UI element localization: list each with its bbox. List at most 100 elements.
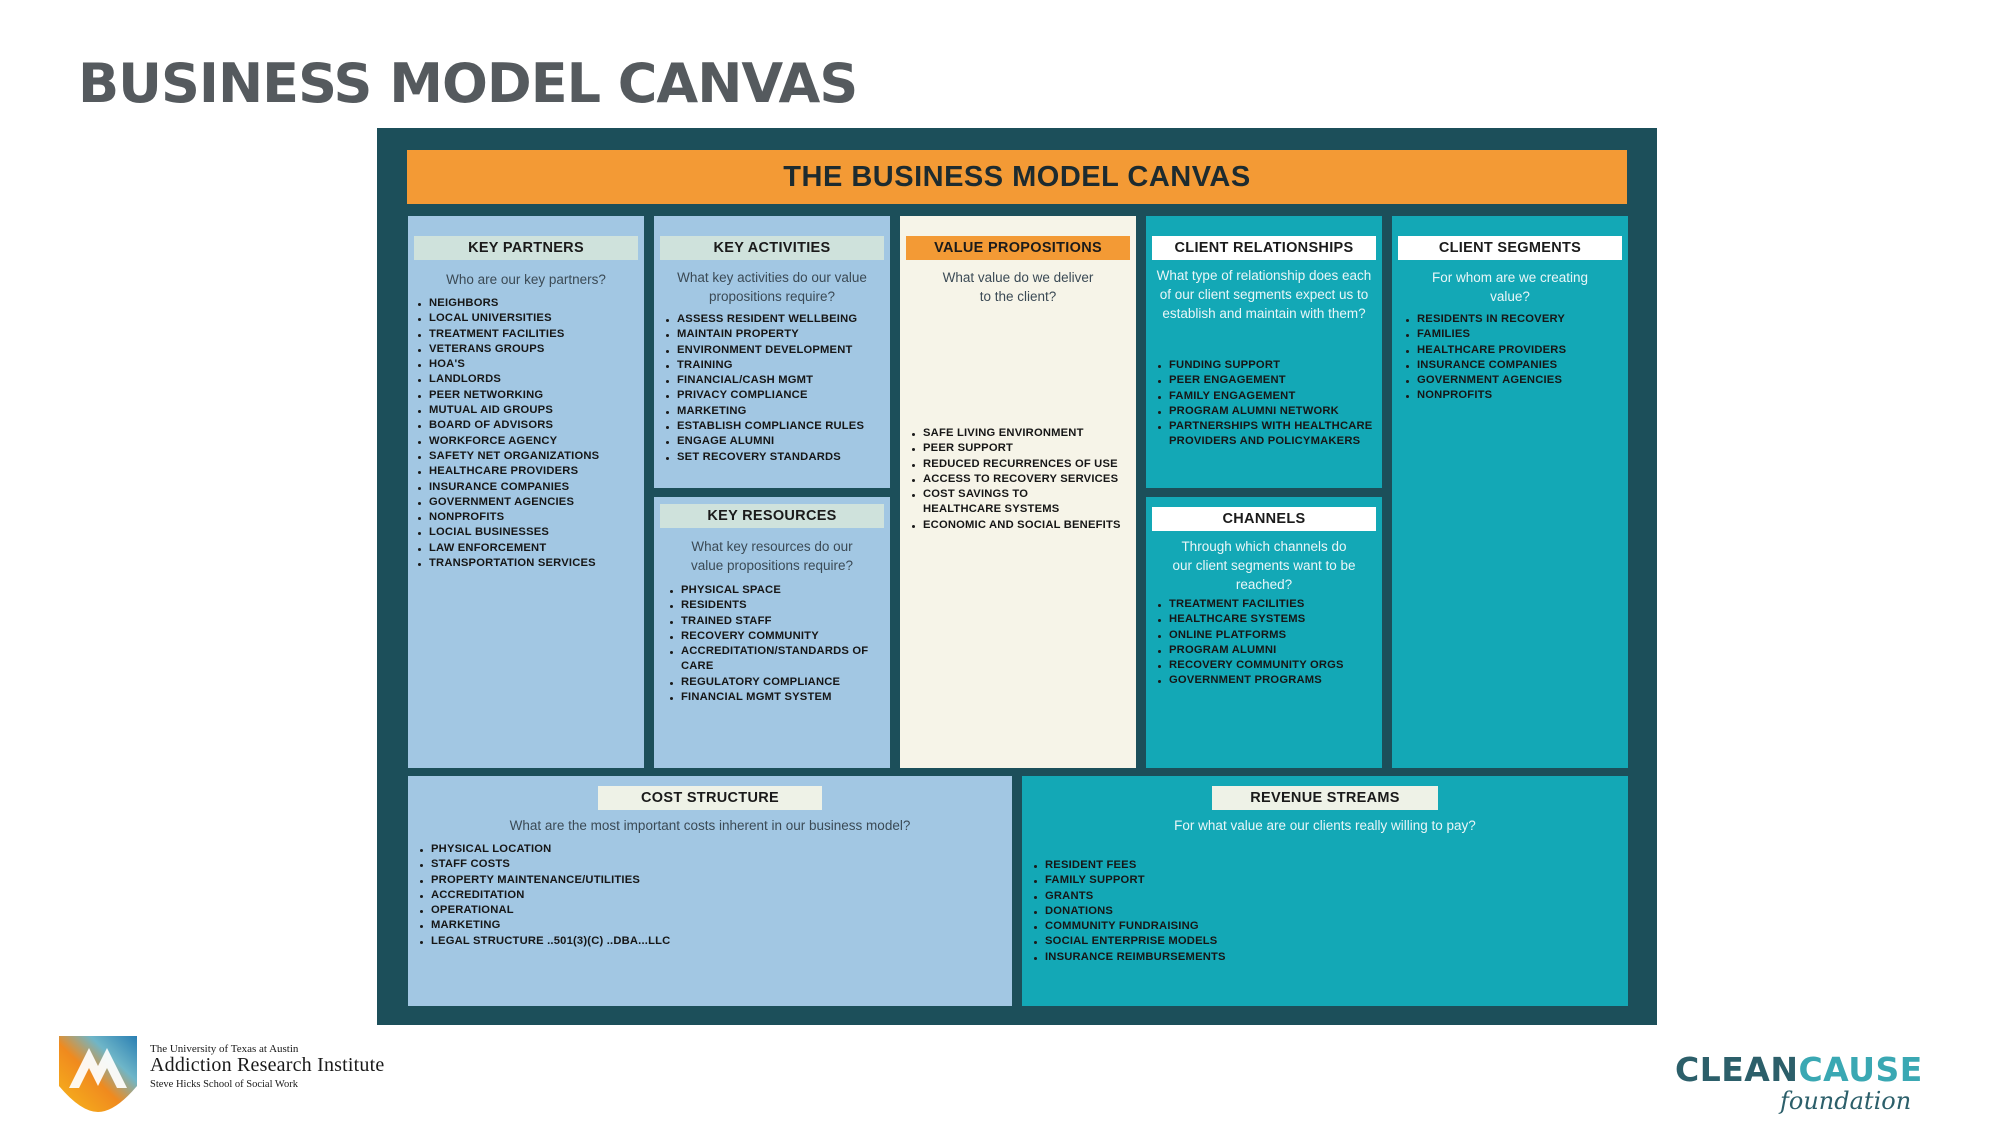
list-item: TRAINING [666, 358, 886, 373]
list-item: VETERANS GROUPS [418, 342, 638, 357]
list-item: LAW ENFORCEMENT [418, 541, 638, 556]
list-item: GRANTS [1034, 889, 1434, 904]
list-item: PARTNERSHIPS WITH HEALTHCARE PROVIDERS A… [1158, 419, 1380, 450]
list-item: NONPROFITS [1406, 388, 1626, 403]
ari-institute-text: Addiction Research Institute [150, 1054, 385, 1076]
key-resources-title: KEY RESOURCES [660, 504, 884, 528]
list-item: MARKETING [666, 404, 886, 419]
revenue-streams-question: For what value are our clients really wi… [1174, 818, 1476, 833]
list-item: HEALTHCARE SYSTEMS [1158, 612, 1380, 627]
list-item: SOCIAL ENTERPRISE MODELS [1034, 934, 1434, 949]
list-item: PEER NETWORKING [418, 388, 638, 403]
list-item: FAMILY SUPPORT [1034, 873, 1434, 888]
list-item: ACCREDITATION/STANDARDS OF CARE [670, 644, 875, 675]
client-segments-list: RESIDENTS IN RECOVERY FAMILIES HEALTHCAR… [1406, 312, 1626, 404]
key-partners-question: Who are our key partners? [446, 272, 606, 287]
key-activities-list: ASSESS RESIDENT WELLBEING MAINTAIN PROPE… [666, 312, 886, 465]
list-item: HEALTHCARE PROVIDERS [418, 464, 638, 479]
client-relationships-title: CLIENT RELATIONSHIPS [1152, 236, 1376, 260]
list-item: ECONOMIC AND SOCIAL BENEFITS [912, 518, 1134, 533]
list-item: OPERATIONAL [420, 903, 820, 918]
list-item: PEER SUPPORT [912, 441, 1134, 456]
cleancause-logo: CLEANCAUSE foundation [1675, 1050, 1935, 1120]
list-item: FAMILIES [1406, 327, 1626, 342]
list-item: PROGRAM ALUMNI [1158, 643, 1380, 658]
key-activities-block: KEY ACTIVITIES What key activities do ou… [654, 216, 890, 488]
cleancause-foundation-text: foundation [1780, 1087, 1912, 1115]
value-propositions-question: What value do we deliver to the client? [942, 270, 1094, 304]
list-item: LOCIAL BUSINESSES [418, 525, 638, 540]
list-item: RESIDENT FEES [1034, 858, 1434, 873]
cost-structure-question: What are the most important costs inhere… [509, 818, 911, 833]
list-item: FAMILY ENGAGEMENT [1158, 389, 1380, 404]
list-item: MAINTAIN PROPERTY [666, 327, 886, 342]
list-item: BOARD OF ADVISORS [418, 418, 638, 433]
page-title: BUSINESS MODEL CANVAS [78, 52, 858, 115]
list-item: MARKETING [420, 918, 820, 933]
key-resources-question: What key resources do our value proposit… [690, 539, 854, 573]
list-item: TRANSPORTATION SERVICES [418, 556, 638, 571]
list-item: FINANCIAL/CASH MGMT [666, 373, 886, 388]
list-item: PHYSICAL SPACE [670, 583, 875, 598]
list-item: RESIDENTS IN RECOVERY [1406, 312, 1626, 327]
list-item: COST SAVINGS TO HEALTHCARE SYSTEMS [912, 487, 1107, 518]
key-partners-title: KEY PARTNERS [414, 236, 638, 260]
client-relationships-block: CLIENT RELATIONSHIPS What type of relati… [1146, 216, 1382, 488]
list-item: INSURANCE REIMBURSEMENTS [1034, 950, 1434, 965]
key-activities-question: What key activities do our value proposi… [677, 270, 867, 304]
list-item: GOVERNMENT AGENCIES [418, 495, 638, 510]
list-item: LOCAL UNIVERSITIES [418, 311, 638, 326]
cleancause-cause-text: CAUSE [1798, 1050, 1923, 1089]
list-item: PROPERTY MAINTENANCE/UTILITIES [420, 873, 820, 888]
cost-structure-title: COST STRUCTURE [598, 786, 822, 810]
key-partners-block: KEY PARTNERS Who are our key partners? N… [408, 216, 644, 768]
client-relationships-question: What type of relationship does each of o… [1156, 268, 1372, 321]
list-item: REGULATORY COMPLIANCE [670, 675, 875, 690]
list-item: RECOVERY COMMUNITY ORGS [1158, 658, 1380, 673]
key-partners-list: NEIGHBORS LOCAL UNIVERSITIES TREATMENT F… [418, 296, 638, 571]
list-item: PRIVACY COMPLIANCE [666, 388, 886, 403]
channels-title: CHANNELS [1152, 507, 1376, 531]
cost-structure-block: COST STRUCTURE What are the most importa… [408, 776, 1012, 1006]
canvas-header: THE BUSINESS MODEL CANVAS [407, 150, 1627, 204]
list-item: RESIDENTS [670, 598, 875, 613]
list-item: SET RECOVERY STANDARDS [666, 450, 886, 465]
list-item: GOVERNMENT PROGRAMS [1158, 673, 1380, 688]
list-item: HEALTHCARE PROVIDERS [1406, 343, 1626, 358]
cost-structure-list: PHYSICAL LOCATION STAFF COSTS PROPERTY M… [420, 842, 820, 949]
revenue-streams-list: RESIDENT FEES FAMILY SUPPORT GRANTS DONA… [1034, 858, 1434, 965]
list-item: ENVIRONMENT DEVELOPMENT [666, 343, 886, 358]
list-item: SAFE LIVING ENVIRONMENT [912, 426, 1134, 441]
cleancause-clean-text: CLEAN [1675, 1050, 1799, 1089]
list-item: INSURANCE COMPANIES [1406, 358, 1626, 373]
value-propositions-title: VALUE PROPOSITIONS [906, 236, 1130, 260]
list-item: ACCREDITATION [420, 888, 820, 903]
list-item: LANDLORDS [418, 372, 638, 387]
ari-school-text: Steve Hicks School of Social Work [150, 1079, 298, 1090]
list-item: ENGAGE ALUMNI [666, 434, 886, 449]
list-item: PHYSICAL LOCATION [420, 842, 820, 857]
channels-list: TREATMENT FACILITIES HEALTHCARE SYSTEMS … [1158, 597, 1380, 689]
business-model-canvas: THE BUSINESS MODEL CANVAS KEY PARTNERS W… [377, 128, 1657, 1025]
list-item: WORKFORCE AGENCY [418, 434, 638, 449]
list-item: REDUCED RECURRENCES OF USE [912, 457, 1134, 472]
channels-question: Through which channels do our client seg… [1172, 539, 1356, 592]
list-item: LEGAL STRUCTURE ..501(3)(C) ..DBA...LLC [420, 934, 820, 949]
list-item: HOA'S [418, 357, 638, 372]
list-item: PEER ENGAGEMENT [1158, 373, 1380, 388]
list-item: TREATMENT FACILITIES [1158, 597, 1380, 612]
channels-block: CHANNELS Through which channels do our c… [1146, 497, 1382, 768]
cleancause-wordmark: CLEANCAUSE [1675, 1050, 1923, 1089]
revenue-streams-block: REVENUE STREAMS For what value are our c… [1022, 776, 1628, 1006]
list-item: STAFF COSTS [420, 857, 820, 872]
list-item: ASSESS RESIDENT WELLBEING [666, 312, 886, 327]
list-item: RECOVERY COMMUNITY [670, 629, 875, 644]
list-item: GOVERNMENT AGENCIES [1406, 373, 1626, 388]
client-relationships-list: FUNDING SUPPORT PEER ENGAGEMENT FAMILY E… [1158, 358, 1380, 450]
list-item: NONPROFITS [418, 510, 638, 525]
list-item: TREATMENT FACILITIES [418, 327, 638, 342]
list-item: DONATIONS [1034, 904, 1434, 919]
list-item: ACCESS TO RECOVERY SERVICES [912, 472, 1134, 487]
list-item: FINANCIAL MGMT SYSTEM [670, 690, 875, 705]
list-item: PROGRAM ALUMNI NETWORK [1158, 404, 1380, 419]
